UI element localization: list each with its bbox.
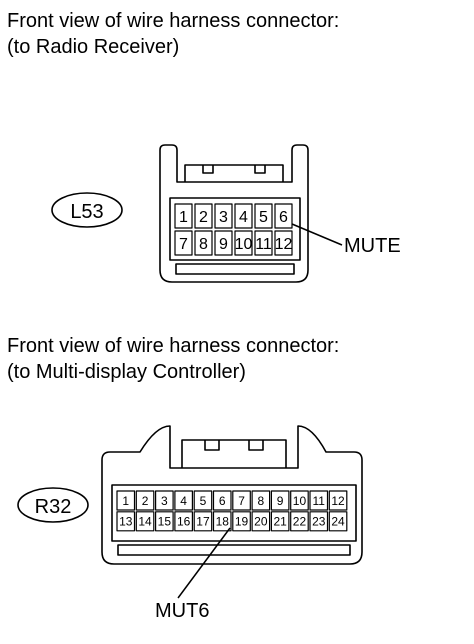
pin-number: 4	[180, 494, 187, 508]
caption-line-1: Front view of wire harness connector:	[7, 335, 340, 357]
connector-r32-cavity-frame	[111, 484, 357, 542]
caption-line-2: (to Radio Receiver)	[7, 36, 180, 58]
pin-cavity	[309, 511, 329, 532]
pin-number: 3	[161, 494, 168, 508]
signal-leader-line	[291, 223, 343, 246]
signal-label: MUT6	[155, 600, 209, 622]
connector-id-badge	[51, 192, 123, 228]
pin-cavity	[251, 511, 271, 532]
pin-cavity	[234, 203, 253, 229]
pin-cavity	[135, 490, 155, 511]
pin-cavity	[251, 490, 271, 511]
pin-number: 10	[235, 236, 253, 253]
pin-cavity	[193, 511, 213, 532]
pin-number: 8	[199, 236, 208, 253]
pin-cavity	[212, 511, 232, 532]
pin-cavity	[174, 203, 193, 229]
pin-number: 5	[259, 209, 268, 226]
pin-number: 18	[216, 515, 230, 529]
pin-number: 8	[258, 494, 265, 508]
pin-number: 20	[254, 515, 268, 529]
pin-cavity	[270, 490, 290, 511]
connector-r32-caption: Front view of wire harness connector: (t…	[7, 333, 339, 385]
pin-cavity	[116, 511, 136, 532]
pin-number: 11	[255, 236, 272, 253]
connector-l53-caption: Front view of wire harness connector: (t…	[7, 8, 339, 60]
pin-cavity	[194, 230, 213, 256]
pin-cavity	[232, 511, 251, 532]
pin-number: 10	[293, 494, 307, 508]
pin-number: 24	[331, 515, 345, 529]
pin-number: 11	[313, 494, 326, 508]
pin-number: 6	[219, 494, 226, 508]
pin-number: 3	[219, 209, 228, 226]
pin-cavity	[116, 490, 136, 511]
pin-number: 13	[119, 515, 133, 529]
pin-number: 9	[277, 494, 284, 508]
pin-cavity	[290, 490, 309, 511]
pin-cavity	[328, 511, 348, 532]
pin-number: 22	[293, 515, 307, 529]
pin-number: 16	[177, 515, 191, 529]
pin-number: 23	[312, 515, 326, 529]
signal-leader-line	[177, 527, 231, 599]
pin-number: 21	[273, 515, 287, 529]
pin-number: 12	[275, 236, 293, 253]
pin-cavity	[214, 230, 233, 256]
connector-r32-lock	[181, 439, 287, 468]
pin-cavity	[270, 511, 290, 532]
pin-cavity	[193, 490, 213, 511]
pin-cavity	[234, 230, 253, 256]
pin-number: 4	[239, 209, 248, 226]
pin-cavity	[290, 511, 309, 532]
pin-number: 19	[235, 515, 249, 529]
connector-r32-bottom-rail	[117, 544, 351, 556]
connector-id-badge	[17, 487, 89, 523]
pin-number: 9	[219, 236, 228, 253]
pin-number: 1	[179, 209, 188, 226]
pin-number: 12	[331, 494, 345, 508]
pin-cavity	[254, 230, 273, 256]
connector-r32-housing	[101, 425, 363, 565]
connector-l53-bottom-rail	[175, 263, 295, 275]
signal-label: MUTE	[344, 235, 401, 257]
pin-number: 7	[238, 494, 245, 508]
pin-number: 7	[179, 236, 188, 253]
pin-cavity	[274, 203, 293, 229]
connector-id-label: L53	[70, 201, 103, 223]
pin-number: 5	[200, 494, 207, 508]
pin-cavity	[214, 203, 233, 229]
pin-cavity	[254, 203, 273, 229]
pin-number: 6	[279, 209, 288, 226]
pin-cavity	[155, 490, 174, 511]
pin-number: 1	[122, 494, 129, 508]
pin-cavity	[194, 203, 213, 229]
connector-l53-housing	[159, 144, 309, 283]
caption-line-2: (to Multi-display Controller)	[7, 361, 246, 383]
connector-l53-cavity-frame	[169, 197, 301, 261]
pin-cavity	[174, 511, 193, 532]
pin-cavity	[174, 490, 193, 511]
pin-cavity	[328, 490, 348, 511]
pin-cavity	[135, 511, 155, 532]
caption-line-1: Front view of wire harness connector:	[7, 10, 340, 32]
connector-id-label: R32	[35, 496, 72, 518]
pin-cavity	[155, 511, 174, 532]
pin-cavity	[232, 490, 251, 511]
pin-number: 15	[158, 515, 172, 529]
pin-cavity	[212, 490, 232, 511]
connector-l53-lock	[184, 164, 284, 182]
pin-number: 17	[196, 515, 210, 529]
pin-cavity	[274, 230, 293, 256]
pin-cavity	[174, 230, 193, 256]
pin-number: 14	[138, 515, 152, 529]
pin-cavity	[309, 490, 329, 511]
pin-number: 2	[142, 494, 149, 508]
pin-number: 2	[199, 209, 208, 226]
